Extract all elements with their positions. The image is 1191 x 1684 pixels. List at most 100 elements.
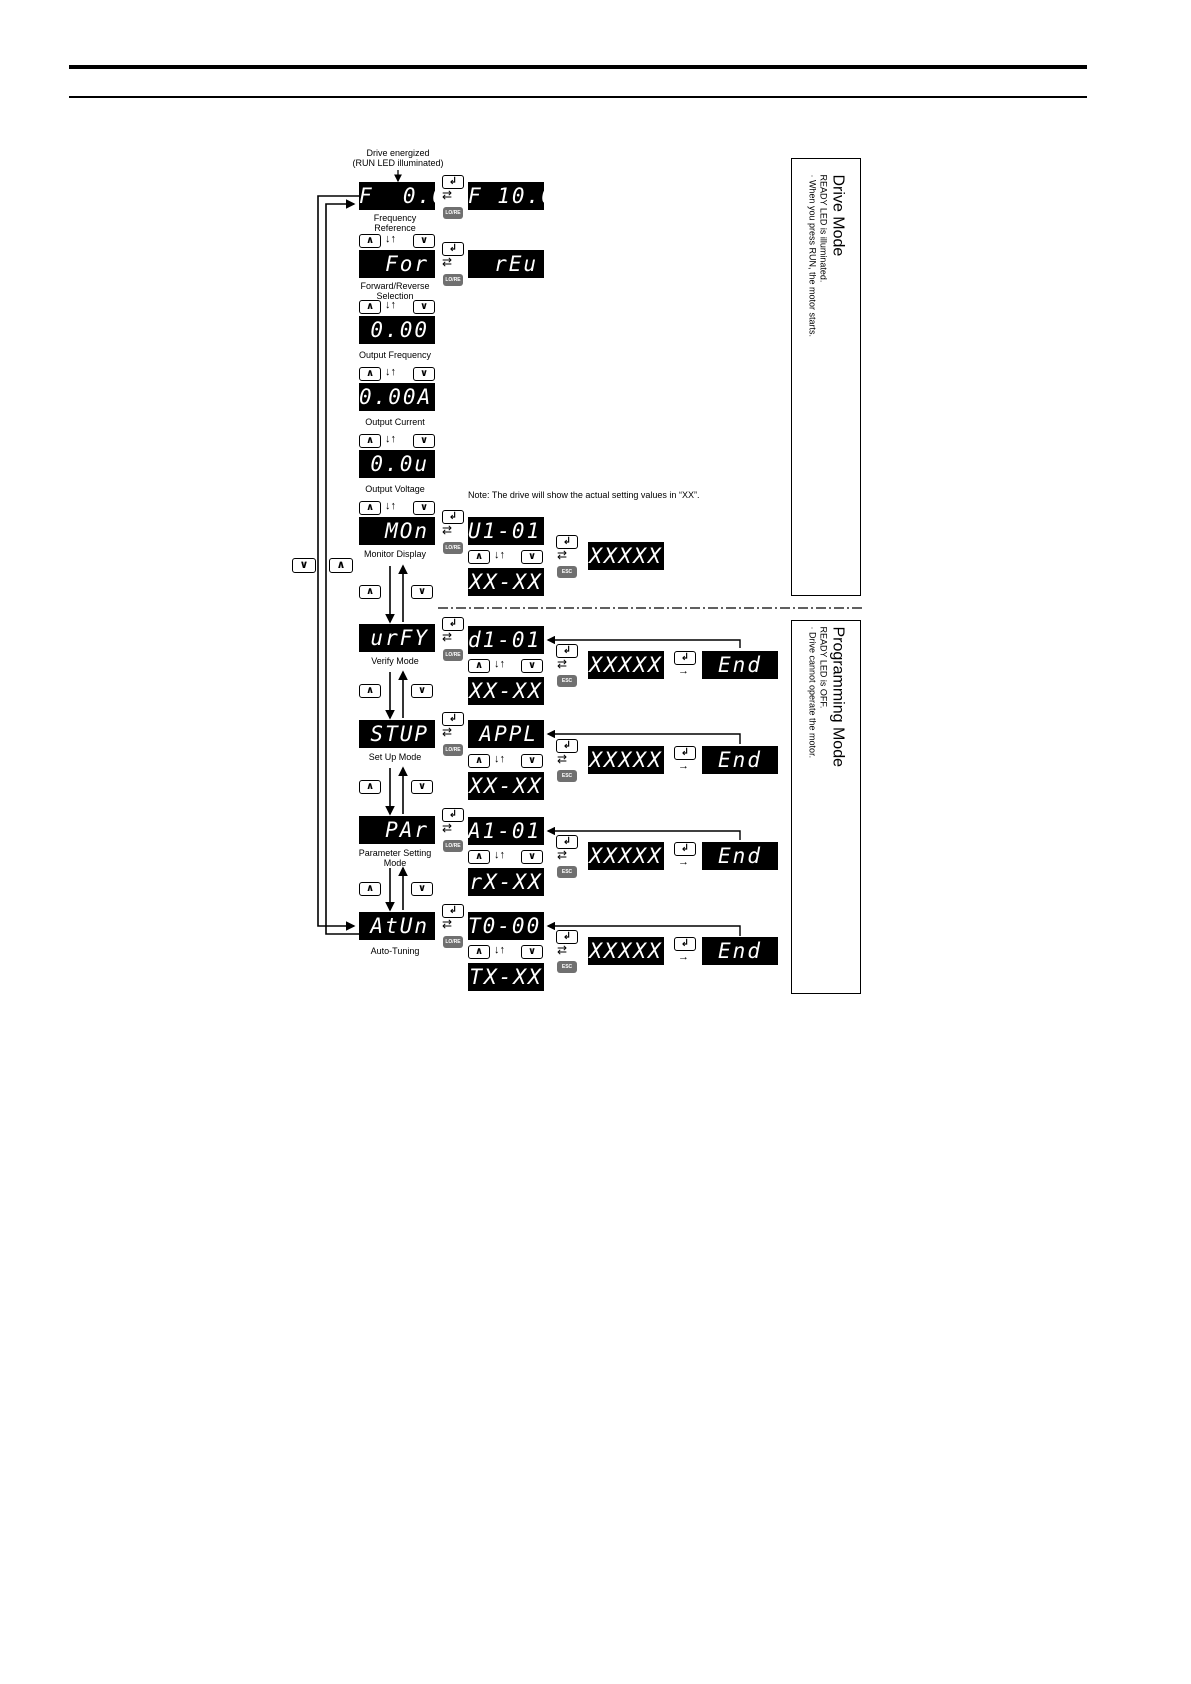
enter-key[interactable]: ↲ — [556, 739, 578, 753]
lcd-verify-value: XXXXX — [588, 651, 664, 679]
swap-arrows-icon: ⇄ — [557, 848, 568, 862]
down-key[interactable]: ∨ — [411, 780, 433, 794]
enter-key[interactable]: ↲ — [442, 712, 464, 726]
up-key-loop[interactable]: ∧ — [329, 558, 353, 573]
up-key[interactable]: ∧ — [359, 501, 381, 515]
updown-arrows-icon: ↓↑ — [385, 299, 396, 311]
updown-arrows-icon: ↓↑ — [385, 433, 396, 445]
lcd-parameter: PAr — [359, 816, 435, 844]
drive-mode-line2: · When you press RUN, the motor starts. — [807, 174, 818, 338]
programming-mode-box: Programming Mode READY LED is OFF. · Dri… — [791, 620, 861, 994]
up-key[interactable]: ∧ — [359, 882, 381, 896]
lore-key[interactable]: LO/RE — [443, 274, 463, 286]
esc-key[interactable]: ESC — [557, 770, 577, 782]
enter-key[interactable]: ↲ — [674, 746, 696, 760]
note-text: Note: The drive will show the actual set… — [468, 490, 700, 500]
lcd-verify: urFY — [359, 624, 435, 652]
down-key[interactable]: ∨ — [411, 585, 433, 599]
enter-key[interactable]: ↲ — [442, 175, 464, 189]
enter-key[interactable]: ↲ — [556, 644, 578, 658]
drive-mode-box: Drive Mode READY LED is illuminated. · W… — [791, 158, 861, 596]
esc-key[interactable]: ESC — [557, 675, 577, 687]
up-key[interactable]: ∧ — [468, 945, 490, 959]
up-key[interactable]: ∧ — [468, 550, 490, 564]
enter-key[interactable]: ↲ — [556, 835, 578, 849]
enter-key[interactable]: ↲ — [442, 617, 464, 631]
down-key[interactable]: ∨ — [411, 882, 433, 896]
drive-energized-label: Drive energized (RUN LED illuminated) — [352, 148, 444, 168]
enter-key[interactable]: ↲ — [442, 510, 464, 524]
down-key[interactable]: ∨ — [413, 300, 435, 314]
lcd-frequency-reference: F 0.00 — [359, 182, 462, 210]
lcd-parameter-value: XXXXX — [588, 842, 664, 870]
down-key[interactable]: ∨ — [413, 367, 435, 381]
up-key[interactable]: ∧ — [359, 234, 381, 248]
esc-key[interactable]: ESC — [557, 866, 577, 878]
enter-key[interactable]: ↲ — [556, 930, 578, 944]
updown-arrows-icon: ↓↑ — [385, 500, 396, 512]
lore-key[interactable]: LO/RE — [443, 744, 463, 756]
up-key[interactable]: ∧ — [359, 585, 381, 599]
label-verify: Verify Mode — [371, 656, 419, 666]
esc-key[interactable]: ESC — [557, 566, 577, 578]
lcd-monitor-value: XXXXX — [588, 542, 664, 570]
up-key[interactable]: ∧ — [359, 434, 381, 448]
down-key[interactable]: ∨ — [413, 501, 435, 515]
lcd-auto-tuning-sub: T0-00 — [468, 912, 544, 940]
enter-key[interactable]: ↲ — [674, 651, 696, 665]
lcd-parameter-sub: A1-01 — [468, 817, 544, 845]
lcd-monitor-sub: U1-01 — [468, 517, 544, 545]
label-monitor: Monitor Display — [363, 549, 427, 559]
lcd-output-voltage: 0.0u — [359, 450, 435, 478]
lcd-auto-tuning: AtUn — [359, 912, 435, 940]
down-key[interactable]: ∨ — [521, 659, 543, 673]
down-key-loop[interactable]: ∨ — [292, 558, 316, 573]
lcd-verify-sub2: XX-XX — [468, 677, 544, 705]
up-key[interactable]: ∧ — [359, 684, 381, 698]
lore-key[interactable]: LO/RE — [443, 840, 463, 852]
lore-key[interactable]: LO/RE — [443, 936, 463, 948]
down-key[interactable]: ∨ — [521, 850, 543, 864]
down-key[interactable]: ∨ — [413, 234, 435, 248]
up-key[interactable]: ∧ — [359, 780, 381, 794]
up-key[interactable]: ∧ — [468, 659, 490, 673]
esc-key[interactable]: ESC — [557, 961, 577, 973]
label-parameter: Parameter Setting Mode — [358, 848, 432, 868]
down-key[interactable]: ∨ — [411, 684, 433, 698]
enter-key[interactable]: ↲ — [442, 904, 464, 918]
lcd-output-frequency: 0.00 — [359, 316, 435, 344]
up-key[interactable]: ∧ — [359, 300, 381, 314]
lcd-auto-tuning-end: End — [702, 937, 778, 965]
lore-key[interactable]: LO/RE — [443, 207, 463, 219]
down-key[interactable]: ∨ — [521, 754, 543, 768]
enter-key[interactable]: ↲ — [674, 842, 696, 856]
enter-key[interactable]: ↲ — [674, 937, 696, 951]
swap-arrows-icon: ⇄ — [442, 725, 453, 739]
right-arrow-icon: → — [678, 665, 689, 677]
lcd-setup-value: XXXXX — [588, 746, 664, 774]
updown-arrows-icon: ↓↑ — [494, 549, 505, 561]
enter-key[interactable]: ↲ — [442, 808, 464, 822]
lcd-forward-reverse-alt: rEu — [468, 250, 544, 278]
updown-arrows-icon: ↓↑ — [494, 658, 505, 670]
label-forward-reverse: Forward/Reverse Selection — [360, 281, 430, 301]
lcd-verify-sub: d1-01 — [468, 626, 544, 654]
lore-key[interactable]: LO/RE — [443, 649, 463, 661]
up-key[interactable]: ∧ — [468, 850, 490, 864]
swap-arrows-icon: ⇄ — [442, 821, 453, 835]
down-key[interactable]: ∨ — [521, 550, 543, 564]
updown-arrows-icon: ↓↑ — [385, 366, 396, 378]
lcd-parameter-end: End — [702, 842, 778, 870]
down-key[interactable]: ∨ — [521, 945, 543, 959]
enter-key[interactable]: ↲ — [556, 535, 578, 549]
lcd-setup: STUP — [359, 720, 435, 748]
up-key[interactable]: ∧ — [468, 754, 490, 768]
lore-key[interactable]: LO/RE — [443, 542, 463, 554]
enter-key[interactable]: ↲ — [442, 242, 464, 256]
lcd-output-current: 0.00A — [359, 383, 435, 411]
down-key[interactable]: ∨ — [413, 434, 435, 448]
programming-mode-text: Programming Mode READY LED is OFF. · Dri… — [807, 627, 848, 937]
right-arrow-icon: → — [678, 760, 689, 772]
up-key[interactable]: ∧ — [359, 367, 381, 381]
